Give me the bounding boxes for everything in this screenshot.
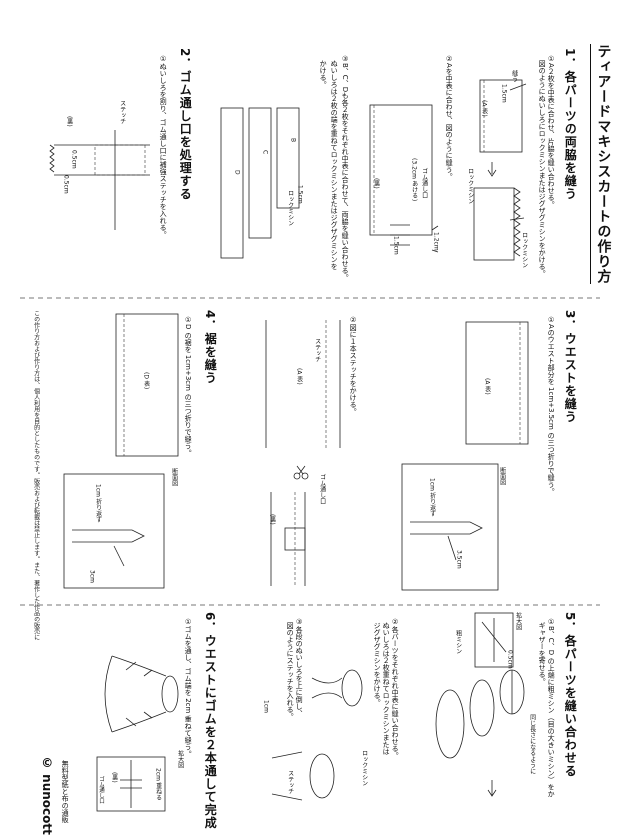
s4-section-view-label: 断面図 (170, 468, 178, 486)
page: ティアードマキシスカートの作り方 1．各パーツの両脇を縫う ①A２枚を中表に合わ… (20, 44, 612, 835)
s2-m05b-label: 0.5cm (62, 175, 70, 194)
footer-brand-note: 無料型紙と布の通販 (61, 760, 70, 823)
s4-fold1-label: 1cm 折り返す (94, 484, 102, 523)
s5-m1-label: 1cm (262, 700, 270, 713)
section5-step2: ②各パーツをそれぞれ中表に縫い合わせる。 (391, 618, 400, 759)
s1-part-b-label: B (289, 138, 297, 143)
s1-lock2-label: ロックミシン (520, 232, 528, 268)
section5-step2c: ジグザグミシンをかける。 (373, 622, 382, 706)
section1-heading: 1．各パーツの両脇を縫う (563, 48, 578, 201)
s5-m05-label: 0.5cm (506, 650, 514, 669)
section3-heading: 3．ウエストを縫う (563, 310, 578, 424)
s1-part-a-label: (A 表) (480, 100, 488, 117)
section5-step2b: ぬいしろは２枚重ねてロックミシンまたは (382, 622, 391, 755)
s4-m3-label: 3cm (88, 570, 96, 583)
s1-gomu-open-label: (3.2cm あける) (410, 158, 418, 202)
section1-step3b: ぬいしろは２枚の端を重ねてロックミシンまたはジグザグミシンを (330, 60, 339, 270)
s6-m2-label: 2cm 重ねる (154, 768, 162, 801)
s5-zoom-label: 拡大図 (514, 612, 522, 630)
s6-zoom-label: 拡大図 (176, 750, 184, 768)
section1-step1b: 図のようにぬいしろにロックミシンまたはジグザグミシンをかける。 (538, 60, 547, 277)
section3-detail (401, 463, 499, 591)
section2-step1: ①ぬいしろを割り、ゴム通し口に補強ステッチを入れる。 (159, 55, 168, 238)
s3-fold1-label: 1cm 折り返す (428, 478, 436, 517)
section2-diagram (49, 130, 150, 230)
section3-step1: ①Aのウエスト部分を 1cm+3.5cm の三つ折りで縫う。 (547, 316, 556, 496)
section3-diagram-stitch (265, 320, 341, 448)
s2-stitch-label: ステッチ (118, 100, 126, 124)
section6-skirt-diagram (104, 655, 179, 733)
section6-zoom-box (96, 756, 166, 812)
s1-sewing-label: 縫う (510, 70, 518, 82)
section1-step1: ①A２枚を中表に合わせ、片脇を縫い合わせる。 (547, 55, 556, 208)
section3-scissor-icon (293, 465, 309, 480)
s1-m15c-label: 1.5cm (296, 185, 304, 204)
s6-gomu-label: ゴム通し口 (98, 776, 105, 804)
footer-brand: © nunocott (40, 756, 55, 835)
s3-part-a2-label: (A 表) (295, 368, 303, 385)
section6-heading: 6．ウエストにゴムを２本通して完成 (203, 612, 218, 830)
s3-stitch-label: ステッチ (313, 338, 321, 362)
s1-lock3-label: ロックミシン (286, 190, 294, 226)
section4-diagram-d (115, 313, 179, 457)
section3-diagram-gomu (270, 492, 306, 586)
section1-step2-diagram (369, 104, 439, 253)
s6-back-label: (裏) (110, 772, 118, 783)
section4-step1: ①D の裾を 1cm+3cm の三つ折りで縫う。 (184, 316, 193, 457)
s1-gomu-port-label: ゴム通し口 (420, 168, 428, 198)
footer-note: この作り方および作り方は、個人利用を目的としたものです。販売および転載は禁止しま… (32, 310, 40, 640)
section5-step1b: ギャザーを寄せる。 (538, 622, 547, 685)
section1-step3-diagram (220, 107, 300, 259)
section1-step1-diagram (473, 79, 527, 261)
s1-m15b-label: 1.5cm (392, 236, 400, 255)
page-title: ティアードマキシスカートの作り方 (590, 44, 611, 284)
s2-back-label: (裏) (65, 116, 73, 127)
section4-heading: 4．裾を縫う (203, 310, 218, 385)
s5-lock-label: ロックミシン (360, 750, 368, 786)
section4-detail (63, 473, 165, 589)
separators (20, 297, 600, 606)
section5-heading: 5．各パーツを縫い合わせる (563, 612, 578, 778)
section2-heading: 2．ゴム通し口を処理する (178, 48, 193, 201)
s1-part-a-back-label: (裏) (372, 178, 380, 189)
s2-m05a-label: 0.5cm (70, 150, 78, 169)
section5-zoom-box (474, 612, 514, 668)
s3-m35-label: 3.5cm (455, 550, 463, 569)
section1-step3c: かける。 (319, 60, 328, 88)
section5-step3: ③各段のぬいしろを上に倒し、 (295, 618, 304, 717)
section1-step2: ②Aを中表に合わせ、図のように縫う。 (445, 55, 454, 180)
s3-part-a-label: (A 表) (483, 378, 491, 395)
s4-part-d-label: (D 表) (142, 372, 150, 390)
section5-step1: ①B、C、D の上端に粗ミシン（目の大きいミシン）をか (547, 618, 556, 798)
section3-step2: ②図に１本ステッチをかける。 (349, 316, 358, 415)
section3-diagram-a (465, 321, 529, 445)
section5-step3b: 図のようにステッチを入れる。 (286, 622, 295, 720)
s3-back-label: (裏) (268, 514, 276, 525)
section5-gather-diagram (435, 669, 525, 797)
section1-step3: ③B、C、Dも各２枚をそれぞれ中表に合わせて、両脇を縫い合わせる。 (341, 55, 350, 282)
section5-tier-diagram (271, 669, 363, 801)
section6-step1: ①ゴムを通し、ゴム端を 2cm 重ねて縫う。 (184, 618, 193, 758)
s3-gomu-port-label: ゴム通し口 (318, 474, 326, 504)
s5-coarse-label: 粗ミシン (454, 630, 462, 654)
s1-part-c-label: C (261, 150, 269, 155)
s3-section-view-label: 断面図 (498, 467, 506, 485)
s1-part-d-label: D (233, 170, 241, 175)
s1-m12-label: 1.2cm (432, 232, 440, 251)
s1-lock1-label: ロックミシン (466, 168, 474, 204)
s5-stitch-label: ステッチ (286, 770, 294, 794)
s1-m15-label: 1.5cm (500, 84, 508, 103)
s5-match-label: 同じ長さになるように (528, 714, 536, 774)
